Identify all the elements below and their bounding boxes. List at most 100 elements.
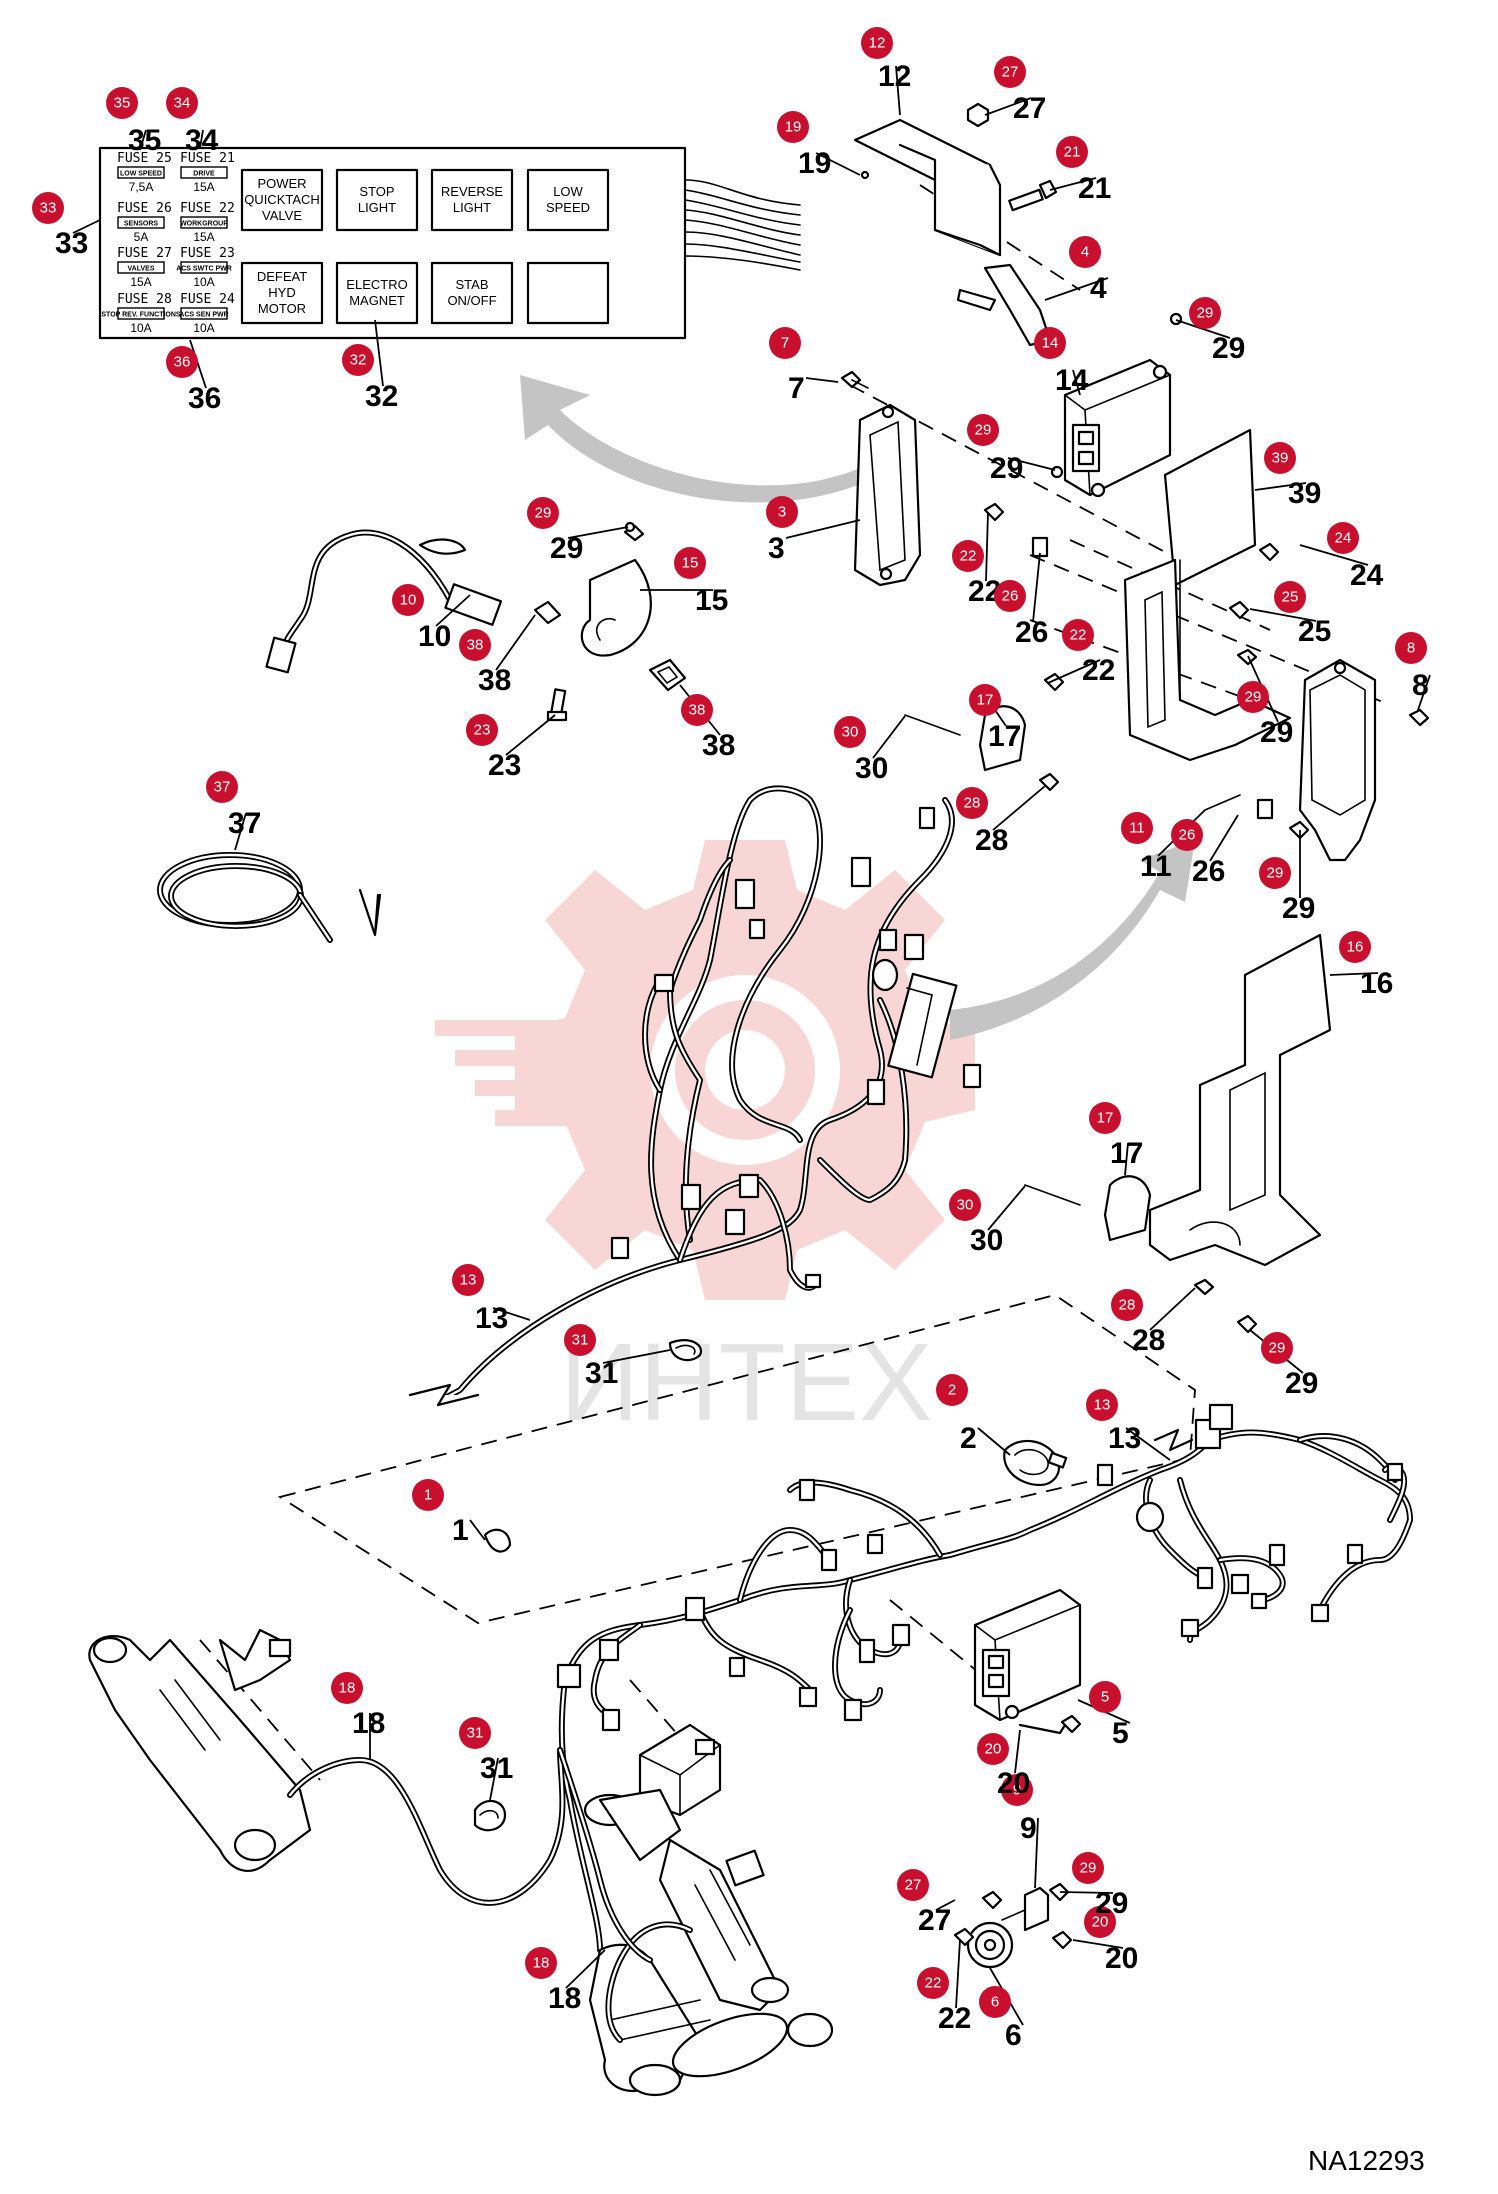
callout-badge bbox=[466, 714, 498, 746]
leader-line bbox=[1209, 814, 1239, 862]
callout-badge bbox=[1062, 619, 1094, 651]
callout-badge bbox=[936, 1374, 968, 1406]
leader-line bbox=[872, 715, 906, 759]
fuse-tag: STOP REV. FUNCTIONS bbox=[101, 312, 181, 319]
switch-button bbox=[526, 261, 610, 325]
callout-number: 19 bbox=[798, 147, 831, 180]
leader-line bbox=[985, 511, 989, 582]
fuse-tag-box bbox=[117, 166, 165, 179]
callout-badge bbox=[1237, 681, 1269, 713]
clamp-31-upper bbox=[668, 1338, 703, 1362]
fuse-tag: SENSORS bbox=[124, 221, 159, 228]
callout-number: 29 bbox=[1212, 332, 1245, 365]
arrow-to-fuse-panel bbox=[520, 375, 870, 503]
fuse-tag: LOW SPEED bbox=[120, 171, 162, 178]
callout-number: 17 bbox=[1110, 1137, 1143, 1170]
callout-number: 11 bbox=[1140, 850, 1172, 883]
leader-line bbox=[1014, 1729, 1021, 1774]
fuse-label: FUSE 27 bbox=[117, 246, 172, 261]
switch-label: LIGHT bbox=[358, 200, 396, 215]
leader-line bbox=[1044, 277, 1109, 301]
callout-badge-number: 29 bbox=[975, 422, 992, 439]
callout-badge bbox=[952, 540, 984, 572]
callout-badge-number: 10 bbox=[400, 592, 417, 609]
bolt-23 bbox=[546, 688, 568, 722]
fuse-tag-box bbox=[117, 261, 165, 274]
callout-number: 33 bbox=[55, 227, 88, 260]
callout-badge-number: 30 bbox=[842, 724, 859, 741]
leader-line bbox=[1072, 369, 1081, 396]
callout-badge bbox=[897, 1869, 929, 1901]
callout-badge bbox=[1089, 1102, 1121, 1134]
callout-number: 29 bbox=[1282, 892, 1315, 925]
callout-list: 1122334455667788991010111112121313131314… bbox=[32, 27, 1429, 2052]
clamp-31-lower bbox=[473, 1799, 507, 1832]
fuse-amps: 5A bbox=[134, 230, 149, 244]
cable-coil-37 bbox=[157, 852, 382, 943]
callout-badge-number: 31 bbox=[572, 1332, 589, 1349]
callout-number: 24 bbox=[1350, 559, 1384, 592]
hose-18-upper bbox=[287, 1747, 566, 1906]
callout-number: 20 bbox=[997, 1767, 1030, 1800]
callout-badge bbox=[977, 1733, 1009, 1765]
screw-7 bbox=[840, 370, 869, 389]
callout-badge bbox=[166, 346, 198, 378]
fuse-label: FUSE 23 bbox=[180, 246, 235, 261]
switch-label: ON/OFF bbox=[447, 293, 496, 308]
switch-button bbox=[526, 168, 610, 232]
callout-number: 38 bbox=[702, 729, 735, 762]
callout-number: 29 bbox=[990, 452, 1023, 485]
leader-line bbox=[602, 1349, 671, 1364]
mounting-bracket-16 bbox=[1148, 933, 1332, 1267]
switch-label: QUICKTACH bbox=[244, 192, 320, 207]
callout-badge bbox=[969, 684, 1001, 716]
callout: 88 bbox=[1395, 632, 1429, 702]
callout-badge bbox=[32, 192, 64, 224]
callout-badge-number: 27 bbox=[1002, 64, 1019, 81]
callout-badge-number: 4 bbox=[1081, 244, 1089, 261]
callout-badge-number: 29 bbox=[535, 505, 552, 522]
callout-number: 10 bbox=[418, 620, 451, 653]
controller-5 bbox=[973, 1588, 1082, 1735]
callout-badge bbox=[452, 1264, 484, 1296]
switch-label: SPEED bbox=[546, 200, 590, 215]
callout-number: 13 bbox=[1108, 1422, 1141, 1455]
callout-badge-number: 30 bbox=[957, 1197, 974, 1214]
cylinder-ref-line-b bbox=[199, 1639, 321, 1781]
callout-badge bbox=[412, 1479, 444, 1511]
fuse-label: FUSE 25 bbox=[117, 151, 172, 166]
fuse-tag-box bbox=[180, 307, 228, 320]
callout-badge-number: 3 bbox=[778, 504, 786, 521]
callout-badge-number: 22 bbox=[1070, 627, 1087, 644]
fuse-label: FUSE 24 bbox=[180, 292, 235, 307]
leader-line bbox=[1059, 1891, 1114, 1894]
callout-number: 31 bbox=[480, 1752, 513, 1785]
callout-number: 2 bbox=[960, 1422, 977, 1455]
callout-badge bbox=[1189, 297, 1221, 329]
callout-badge bbox=[1395, 632, 1427, 664]
callout-badge-number: 27 bbox=[905, 1877, 922, 1894]
switch-label: ELECTRO bbox=[346, 277, 407, 292]
callout-badge-number: 24 bbox=[1335, 530, 1352, 547]
callout-number: 37 bbox=[228, 807, 261, 840]
callout-number: 34 bbox=[185, 124, 219, 157]
fuse-amps: 10A bbox=[193, 321, 214, 335]
bracket-12 bbox=[853, 118, 1002, 257]
